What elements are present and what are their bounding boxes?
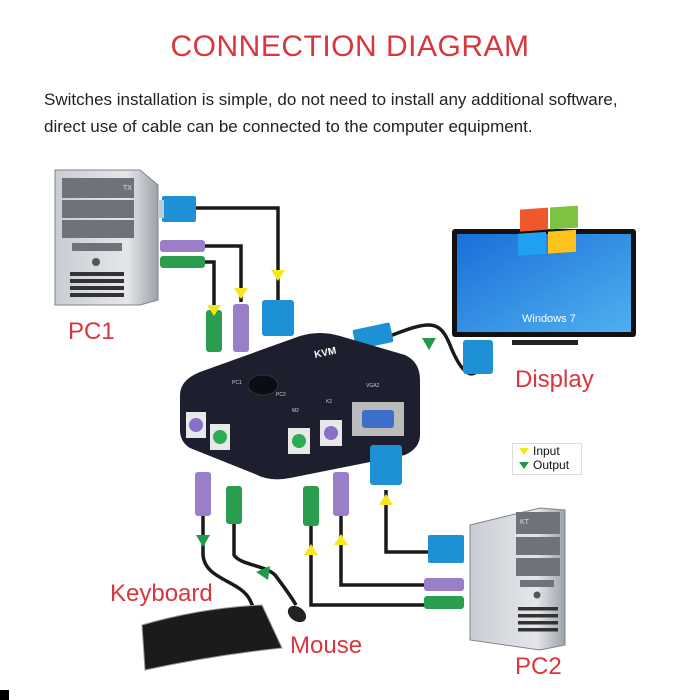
pc2-badge: KT — [520, 519, 530, 526]
corner-mark — [0, 690, 9, 700]
windows-logo-text: Windows 7 — [522, 313, 576, 325]
display-label: Display — [515, 366, 594, 393]
pc2-ps2-green-connector — [424, 596, 464, 609]
legend-input-label: Input — [533, 444, 560, 458]
kvm-brand: KVM — [313, 346, 337, 361]
pc1-tower: TX — [54, 169, 159, 306]
description-line-1: Switches installation is simple, do not … — [44, 90, 618, 109]
kvm-pc1-mouse-plug — [206, 310, 222, 352]
legend-output-label: Output — [533, 458, 570, 472]
legend-input: Input — [519, 444, 581, 458]
pc2-ps2-purple-connector — [424, 578, 464, 591]
kvm-pc2-mouse-plug — [303, 486, 319, 526]
kvm-port-vga2-label: VGA2 — [366, 383, 380, 389]
monitor-vga-plug — [463, 340, 493, 374]
legend: Input Output — [512, 443, 582, 475]
kvm-port-pc1-label: PC1 — [232, 380, 242, 386]
input-arrows — [207, 270, 393, 555]
mouse-ps2-plug — [226, 486, 242, 524]
legend-output: Output — [519, 458, 581, 472]
kvm-port-pc2-label: PC2 — [276, 392, 286, 398]
pc1-ps2-purple-connector — [160, 240, 205, 252]
kvm-pc2-keyboard-plug — [333, 472, 349, 516]
output-arrow-icon — [519, 461, 529, 469]
pc2-label: PC2 — [515, 653, 562, 680]
keyboard — [141, 604, 283, 671]
mouse — [287, 605, 307, 623]
pc1-badge: TX — [123, 185, 132, 192]
pc1-ps2-green-connector — [160, 256, 205, 268]
monitor: Windows 7 — [452, 205, 636, 345]
pc2-vga-connector — [428, 535, 464, 563]
pc2-tower: KT — [469, 507, 566, 651]
description: Switches installation is simple, do not … — [44, 86, 684, 140]
keyboard-ps2-plug — [195, 472, 211, 516]
kvm-port-k2-label: K2 — [326, 399, 332, 405]
input-arrow-icon — [519, 447, 529, 455]
kvm-pc1-vga-plug — [262, 300, 294, 336]
kvm-port-m2-label: M2 — [292, 408, 299, 414]
mouse-label: Mouse — [290, 632, 363, 659]
keyboard-label: Keyboard — [110, 580, 213, 607]
kvm-pc1-keyboard-plug — [233, 304, 249, 352]
kvm-switch: KVM PC1 PC2 M2 K2 VGA2 — [180, 333, 420, 480]
kvm-display-vga-plug — [352, 322, 394, 350]
pc1-label: PC1 — [68, 318, 115, 345]
description-line-2: direct use of cable can be connected to … — [44, 117, 533, 136]
pc1-vga-connector — [158, 196, 196, 222]
output-arrows — [196, 338, 436, 580]
kvm-pc2-vga-plug — [370, 445, 402, 485]
diagram-title: CONNECTION DIAGRAM — [170, 30, 530, 63]
